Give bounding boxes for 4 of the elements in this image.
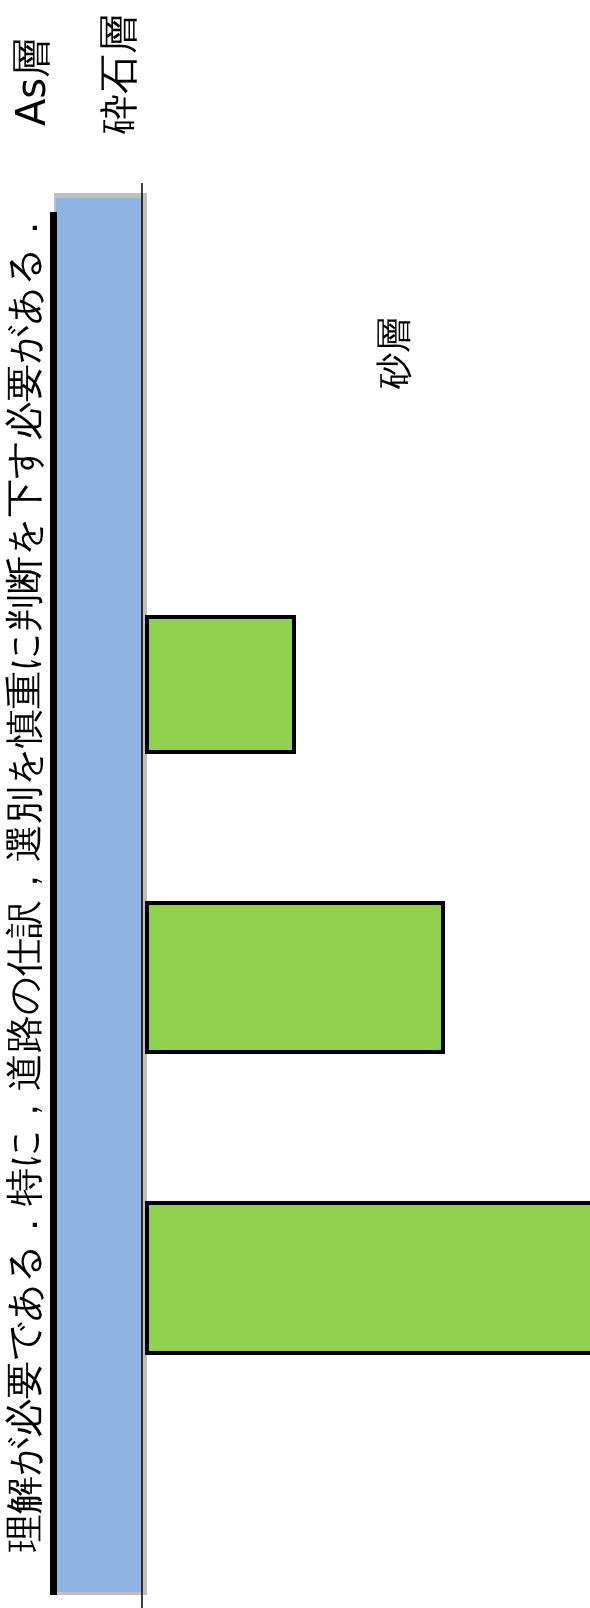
note-text: 理解が必要である．特に，道路の仕訳，選別を慎重に判断を下す必要がある． [5,208,43,1552]
layer-label: 砂層 [376,317,412,389]
layer-label: 砕石層 [98,14,138,134]
layer-label: As層 [11,37,51,127]
